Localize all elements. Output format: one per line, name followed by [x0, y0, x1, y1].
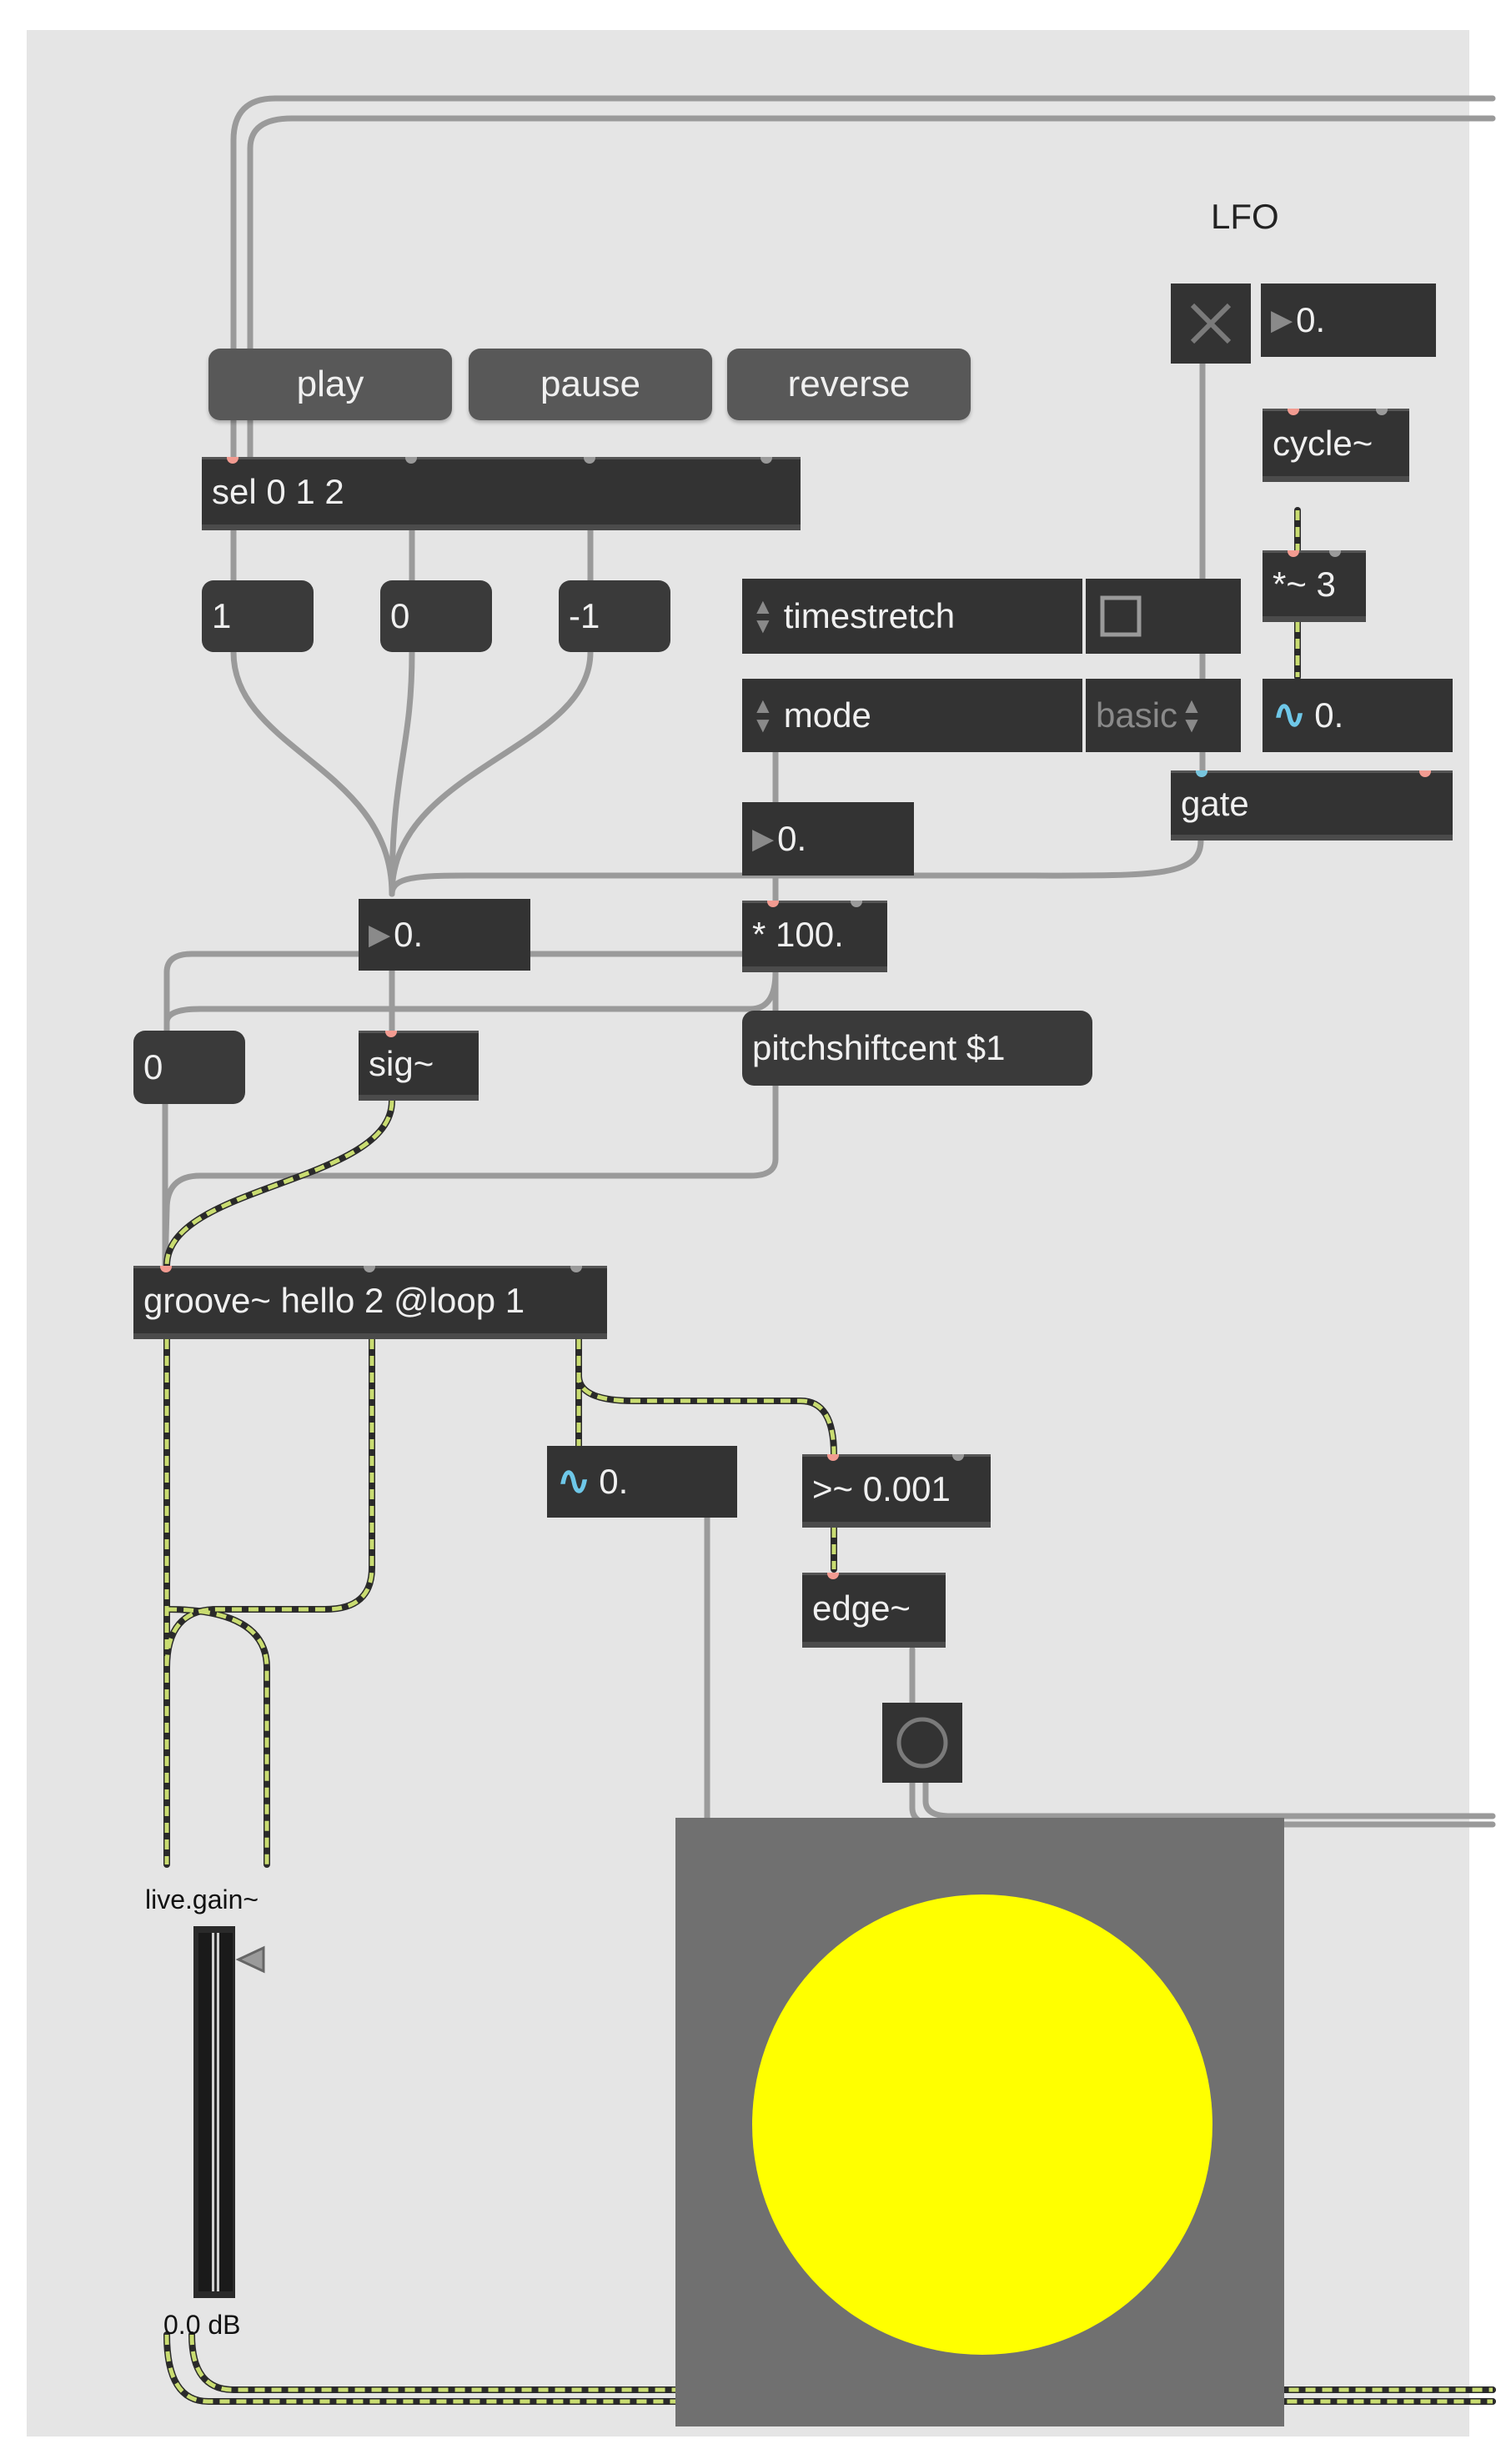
lfo-signal-number[interactable]: ∿ 0.: [1263, 679, 1453, 752]
message-zero-left[interactable]: 0: [133, 1031, 245, 1104]
number-value: 0.: [1314, 695, 1344, 735]
multiply-hundred-object[interactable]: * 100.: [742, 901, 887, 972]
lfo-frequency-number[interactable]: ▶ 0.: [1261, 284, 1436, 357]
number-value: 0.: [777, 819, 807, 858]
gain-value: 0.0 dB: [163, 2310, 241, 2340]
threshold-object[interactable]: >~ 0.001: [802, 1454, 991, 1528]
circle-icon: [896, 1717, 948, 1769]
message-text: 1: [212, 596, 232, 635]
object-text: groove~ hello 2 @loop 1: [143, 1281, 525, 1320]
reverse-button[interactable]: reverse: [727, 349, 971, 420]
play-triangle-icon: ▶: [369, 919, 391, 951]
play-triangle-icon: ▶: [1271, 304, 1293, 336]
lfo-toggle[interactable]: [1171, 284, 1251, 364]
sel-object[interactable]: sel 0 1 2: [202, 457, 801, 530]
sine-wave-icon: ∿: [1273, 693, 1307, 737]
inlet[interactable]: [1419, 770, 1431, 777]
message-text: pitchshiftcent $1: [752, 1028, 1006, 1067]
led-panel: [675, 1818, 1284, 2426]
number-value: 0.: [599, 1462, 629, 1501]
play-button[interactable]: play: [208, 349, 452, 420]
message-zero[interactable]: 0: [380, 580, 492, 652]
inlet[interactable]: [761, 457, 772, 464]
object-text: gate: [1181, 784, 1249, 823]
led-indicator: [752, 1894, 1212, 2355]
message-text: 0: [390, 596, 410, 635]
sel-object-text: sel 0 1 2: [212, 472, 344, 511]
inlet[interactable]: [1288, 550, 1299, 557]
checkbox-icon: [1100, 595, 1142, 637]
inlet[interactable]: [1376, 409, 1388, 415]
inlet[interactable]: [385, 1031, 397, 1037]
cycle-object[interactable]: cycle~: [1263, 409, 1409, 482]
inlet[interactable]: [227, 457, 238, 464]
inlet[interactable]: [160, 1266, 172, 1272]
gain-meter-right: [217, 1933, 233, 2291]
object-text: * 100.: [752, 915, 844, 954]
sine-wave-icon: ∿: [557, 1459, 591, 1503]
mode-menu[interactable]: basic ▲▼: [1086, 679, 1241, 752]
number-value: 0.: [1296, 300, 1326, 339]
gain-label: live.gain~: [145, 1884, 259, 1914]
message-text: 0: [143, 1047, 163, 1086]
message-minus-one[interactable]: -1: [559, 580, 670, 652]
pause-button[interactable]: pause: [469, 349, 712, 420]
object-text: sig~: [369, 1044, 434, 1083]
bang-button[interactable]: [882, 1703, 962, 1783]
up-down-arrows-icon: ▲▼: [752, 692, 774, 737]
inlet[interactable]: [405, 457, 417, 464]
rate-number[interactable]: ▶ 0.: [742, 802, 914, 876]
inlet[interactable]: [851, 901, 862, 907]
object-text: >~ 0.001: [812, 1469, 951, 1508]
gate-object[interactable]: gate: [1171, 770, 1453, 841]
inlet[interactable]: [827, 1573, 839, 1579]
groove-object[interactable]: groove~ hello 2 @loop 1: [133, 1266, 607, 1339]
timestretch-attrui[interactable]: ▲▼ timestretch: [742, 579, 1082, 654]
inlet[interactable]: [952, 1454, 964, 1461]
speed-number[interactable]: ▶ 0.: [359, 899, 530, 971]
inlet[interactable]: [1196, 770, 1207, 777]
times-three-object[interactable]: *~ 3: [1263, 550, 1366, 622]
inlet[interactable]: [767, 901, 779, 907]
mode-value: basic: [1096, 695, 1178, 735]
timestretch-checkbox[interactable]: [1086, 579, 1241, 654]
object-text: cycle~: [1273, 424, 1373, 463]
inlet[interactable]: [570, 1266, 582, 1272]
mode-attrui[interactable]: ▲▼ mode: [742, 679, 1082, 752]
close-icon: [1190, 303, 1232, 344]
lfo-label: LFO: [1211, 197, 1279, 236]
up-down-arrows-icon: ▲▼: [752, 593, 774, 638]
object-text: *~ 3: [1273, 565, 1336, 604]
sig-object[interactable]: sig~: [359, 1031, 479, 1101]
number-value: 0.: [394, 915, 424, 954]
inlet[interactable]: [1329, 550, 1341, 557]
inlet[interactable]: [1288, 409, 1299, 415]
pitchshift-message[interactable]: pitchshiftcent $1: [742, 1011, 1092, 1086]
gain-slider[interactable]: [193, 1926, 235, 2298]
gain-pointer-icon[interactable]: [235, 1943, 269, 1976]
object-text: edge~: [812, 1588, 911, 1628]
edge-object[interactable]: edge~: [802, 1573, 946, 1648]
inlet[interactable]: [364, 1266, 375, 1272]
inlet[interactable]: [584, 457, 595, 464]
attrui-label: mode: [783, 695, 871, 735]
inlet[interactable]: [827, 1454, 839, 1461]
attrui-label: timestretch: [783, 596, 956, 635]
message-text: -1: [569, 596, 600, 635]
play-triangle-icon: ▶: [752, 823, 775, 855]
groove-signal-number[interactable]: ∿ 0.: [547, 1446, 737, 1518]
up-down-arrows-icon: ▲▼: [1181, 692, 1202, 737]
gain-meter-left: [198, 1933, 214, 2291]
message-one[interactable]: 1: [202, 580, 314, 652]
